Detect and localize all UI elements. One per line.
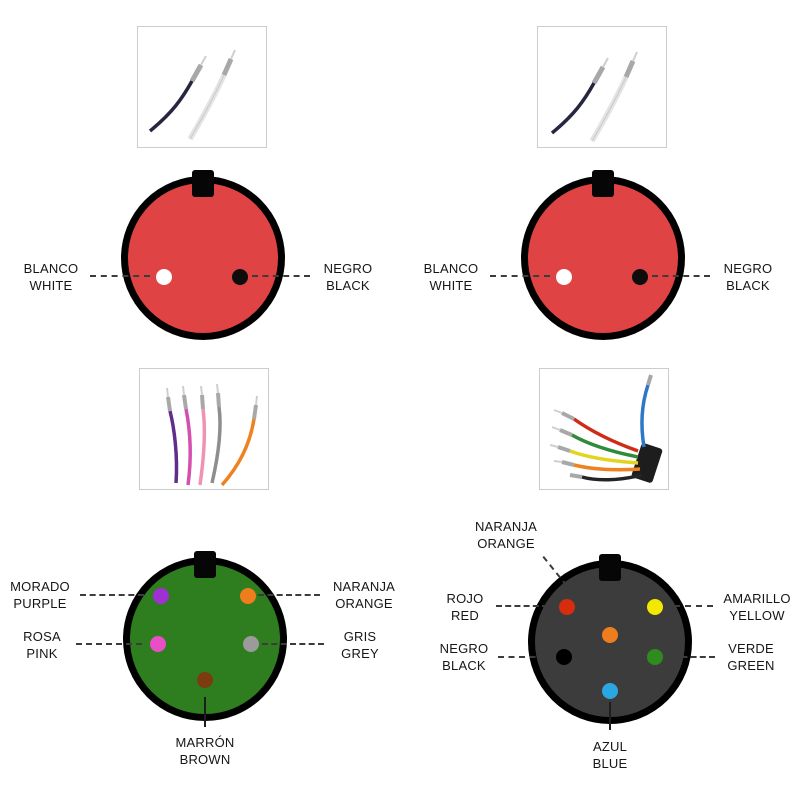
leader-line (252, 275, 310, 277)
label-negro-black: NEGRO BLACK (312, 260, 384, 294)
label-azul-blue: AZUL BLUE (580, 738, 640, 772)
label-es: ROSA (23, 629, 61, 644)
label-morado-purple: MORADO PURPLE (4, 578, 76, 612)
label-naranja-orange: NARANJA ORANGE (326, 578, 402, 612)
label-blanco-white: BLANCO WHITE (14, 260, 88, 294)
label-en: BLACK (442, 658, 486, 673)
label-rosa-pink: ROSA PINK (12, 628, 72, 662)
label-es: NARANJA (332, 579, 396, 594)
label-es: GRIS (343, 629, 377, 644)
label-en: RED (450, 608, 480, 623)
leader-line (663, 605, 713, 607)
label-es: VERDE (728, 641, 774, 656)
label-en: WHITE (429, 278, 473, 293)
pin-white (156, 269, 172, 285)
pin-yellow (647, 599, 663, 615)
leader-line (90, 275, 150, 277)
five-wire-photo-drawing (166, 383, 258, 487)
label-en: WHITE (29, 278, 73, 293)
label-es: ROJO (446, 591, 484, 606)
label-en: PINK (26, 646, 58, 661)
label-en: GREEN (727, 658, 775, 673)
leader-line (609, 702, 611, 730)
six-wire-photo-drawing (549, 374, 663, 483)
pin-black (556, 649, 572, 665)
label-blanco-white: BLANCO WHITE (414, 260, 488, 294)
leader-line (258, 594, 320, 596)
label-es: MORADO (10, 579, 70, 594)
pin-red (559, 599, 575, 615)
label-marron-brown: MARRÓN BROWN (165, 734, 245, 768)
keyway-tab (192, 170, 214, 197)
pin-black (632, 269, 648, 285)
label-rojo-red: ROJO RED (438, 590, 492, 624)
label-es: AZUL (592, 739, 628, 754)
label-es: NEGRO (323, 261, 373, 276)
connector-face-red-left (121, 176, 285, 340)
keyway-tab (599, 554, 621, 581)
label-en: PURPLE (13, 596, 67, 611)
label-gris-grey: GRIS GREY (330, 628, 390, 662)
wire-photo-bottom-left (139, 368, 269, 490)
label-es: BLANCO (423, 261, 479, 276)
pin-black (232, 269, 248, 285)
leader-line (663, 656, 715, 658)
label-es: AMARILLO (723, 591, 791, 606)
label-en: YELLOW (729, 608, 785, 623)
pin-brown (197, 672, 213, 688)
label-amarillo-yellow: AMARILLO YELLOW (718, 590, 796, 624)
pin-pink (150, 636, 166, 652)
pin-white (556, 269, 572, 285)
label-negro-black: NEGRO BLACK (434, 640, 494, 674)
label-es: NEGRO (439, 641, 489, 656)
label-es: MARRÓN (175, 735, 235, 750)
connector-face-red-right (521, 176, 685, 340)
label-es: NARANJA (474, 519, 538, 534)
pin-green (647, 649, 663, 665)
pin-grey (243, 636, 259, 652)
label-verde-green: VERDE GREEN (720, 640, 782, 674)
label-en: BLACK (326, 278, 370, 293)
keyway-tab (194, 551, 216, 578)
label-es: NEGRO (723, 261, 773, 276)
label-naranja-orange: NARANJA ORANGE (470, 518, 542, 552)
wire-photo-bottom-right (539, 368, 669, 490)
wire-photo-top-right (537, 26, 667, 148)
leader-line (204, 697, 206, 727)
leader-line (490, 275, 550, 277)
two-wire-photo-drawing (550, 51, 638, 143)
label-en: BROWN (179, 752, 231, 767)
leader-line (262, 643, 324, 645)
leader-line (498, 656, 546, 658)
leader-line (652, 275, 710, 277)
label-en: ORANGE (477, 536, 535, 551)
label-en: GREY (341, 646, 379, 661)
leader-line (80, 594, 144, 596)
pin-blue (602, 683, 618, 699)
keyway-tab (592, 170, 614, 197)
two-wire-photo-drawing (148, 49, 236, 141)
wire-photo-top-left (137, 26, 267, 148)
pin-orange (602, 627, 618, 643)
label-en: BLACK (726, 278, 770, 293)
label-negro-black: NEGRO BLACK (712, 260, 784, 294)
pin-purple (153, 588, 169, 604)
pin-orange (240, 588, 256, 604)
label-en: ORANGE (335, 596, 393, 611)
label-en: BLUE (592, 756, 628, 771)
leader-line (76, 643, 142, 645)
label-es: BLANCO (23, 261, 79, 276)
leader-line (496, 605, 548, 607)
